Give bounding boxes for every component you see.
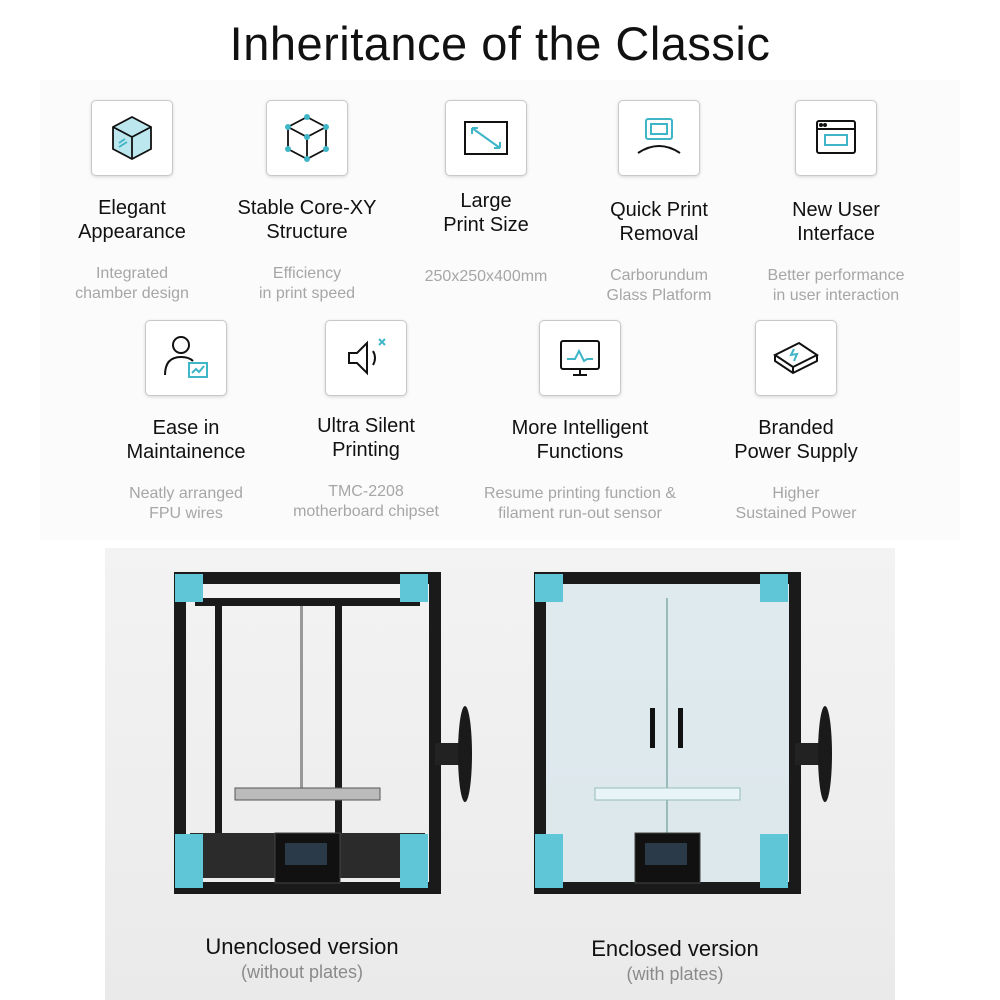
feature-elegant-appearance: Elegant Appearance Integrated chamber de… (32, 100, 232, 304)
feature-title: Quick Print Removal (610, 199, 708, 245)
unenclosed-version-title: Unenclosed version (205, 934, 399, 959)
feature-title: New User Interface (792, 199, 880, 245)
glass-platform-icon (618, 100, 700, 176)
feature-large-print-size: Large Print Size 250x250x400mm (386, 100, 586, 287)
feature-description: Higher Sustained Power (735, 485, 857, 522)
feature-description: Carborundum Glass Platform (606, 267, 712, 304)
speaker-mute-icon (325, 320, 407, 396)
feature-ultra-silent-printing: Ultra Silent Printing TMC-2208 motherboa… (266, 320, 466, 522)
unenclosed-printer-illustration (174, 572, 472, 894)
maintenance-user-icon (145, 320, 227, 396)
feature-core-xy: Stable Core-XY Structure Efficiency in p… (207, 100, 407, 304)
monitor-pulse-icon (539, 320, 621, 396)
unenclosed-version-subtitle: (without plates) (240, 962, 364, 982)
enclosed-printer-illustration (534, 572, 832, 894)
feature-description: Better performance in user interaction (767, 267, 905, 304)
print-size-icon (445, 100, 527, 176)
feature-description: TMC-2208 motherboard chipset (293, 483, 439, 520)
cube-icon (91, 100, 173, 176)
feature-title: Branded Power Supply (734, 417, 858, 463)
feature-intelligent-functions: More Intelligent Functions Resume printi… (480, 320, 680, 524)
feature-description: Integrated chamber design (75, 265, 189, 302)
enclosed-version-subtitle: (with plates) (626, 964, 724, 984)
feature-description: Resume printing function & filament run-… (483, 485, 677, 522)
enclosed-version-title: Enclosed version (591, 936, 759, 961)
feature-title: More Intelligent Functions (511, 417, 649, 463)
feature-description: Neatly arranged FPU wires (129, 485, 243, 522)
feature-title: Elegant Appearance (78, 197, 186, 243)
feature-title: Ultra Silent Printing (317, 415, 415, 461)
feature-title: Ease in Maintainence (126, 417, 246, 463)
feature-description: Efficiency in print speed (258, 265, 356, 302)
feature-quick-print-removal: Quick Print Removal Carborundum Glass Pl… (559, 100, 759, 306)
feature-description: 250x250x400mm (424, 268, 548, 285)
product-photo: Unenclosed version (without plates) Encl… (105, 548, 895, 1000)
feature-ease-in-maintenance: Ease in Maintainence Neatly arranged FPU… (86, 320, 286, 524)
page-title: Inheritance of the Classic (229, 17, 771, 70)
user-interface-icon (795, 100, 877, 176)
core-xy-cube-icon (266, 100, 348, 176)
feature-title: Stable Core-XY Structure (237, 197, 377, 243)
feature-branded-power-supply: Branded Power Supply Higher Sustained Po… (696, 320, 896, 524)
feature-new-user-interface: New User Interface Better performance in… (736, 100, 936, 306)
power-supply-icon (755, 320, 837, 396)
feature-title: Large Print Size (443, 190, 529, 236)
